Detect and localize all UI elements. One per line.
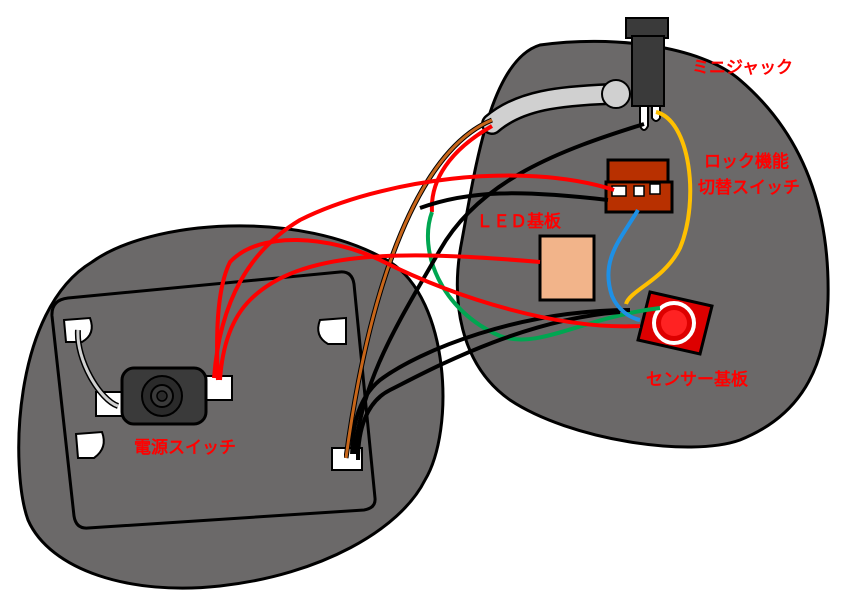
wire-red-1 (212, 173, 615, 379)
mount-hole-bottom-left (74, 430, 105, 459)
label-lock-switch-line1: ロック機能 (704, 152, 789, 172)
mini-jack-body (631, 35, 665, 107)
label-led-board: ＬＥＤ基板 (476, 212, 561, 232)
label-power-switch: 電源スイッチ (134, 438, 236, 458)
mount-hole-top-right (317, 316, 347, 345)
led-board (538, 234, 596, 302)
wire-green (425, 211, 661, 342)
wire-red-3 (215, 238, 641, 381)
label-mini-jack: ミニジャック (692, 58, 794, 78)
mini-jack-sleeve (601, 79, 631, 109)
right-case (455, 39, 830, 449)
wire-black-3 (356, 310, 621, 461)
wire-black-2 (350, 308, 631, 461)
wire-black-4 (419, 191, 609, 210)
label-sensor-board: センサー基板 (646, 370, 748, 390)
label-lock-switch-line2: 切替スイッチ (698, 178, 800, 198)
wire-yellow (624, 110, 693, 305)
wire-red-cable (429, 124, 493, 213)
wire-red-2 (218, 253, 541, 381)
wire-blue (606, 208, 641, 322)
